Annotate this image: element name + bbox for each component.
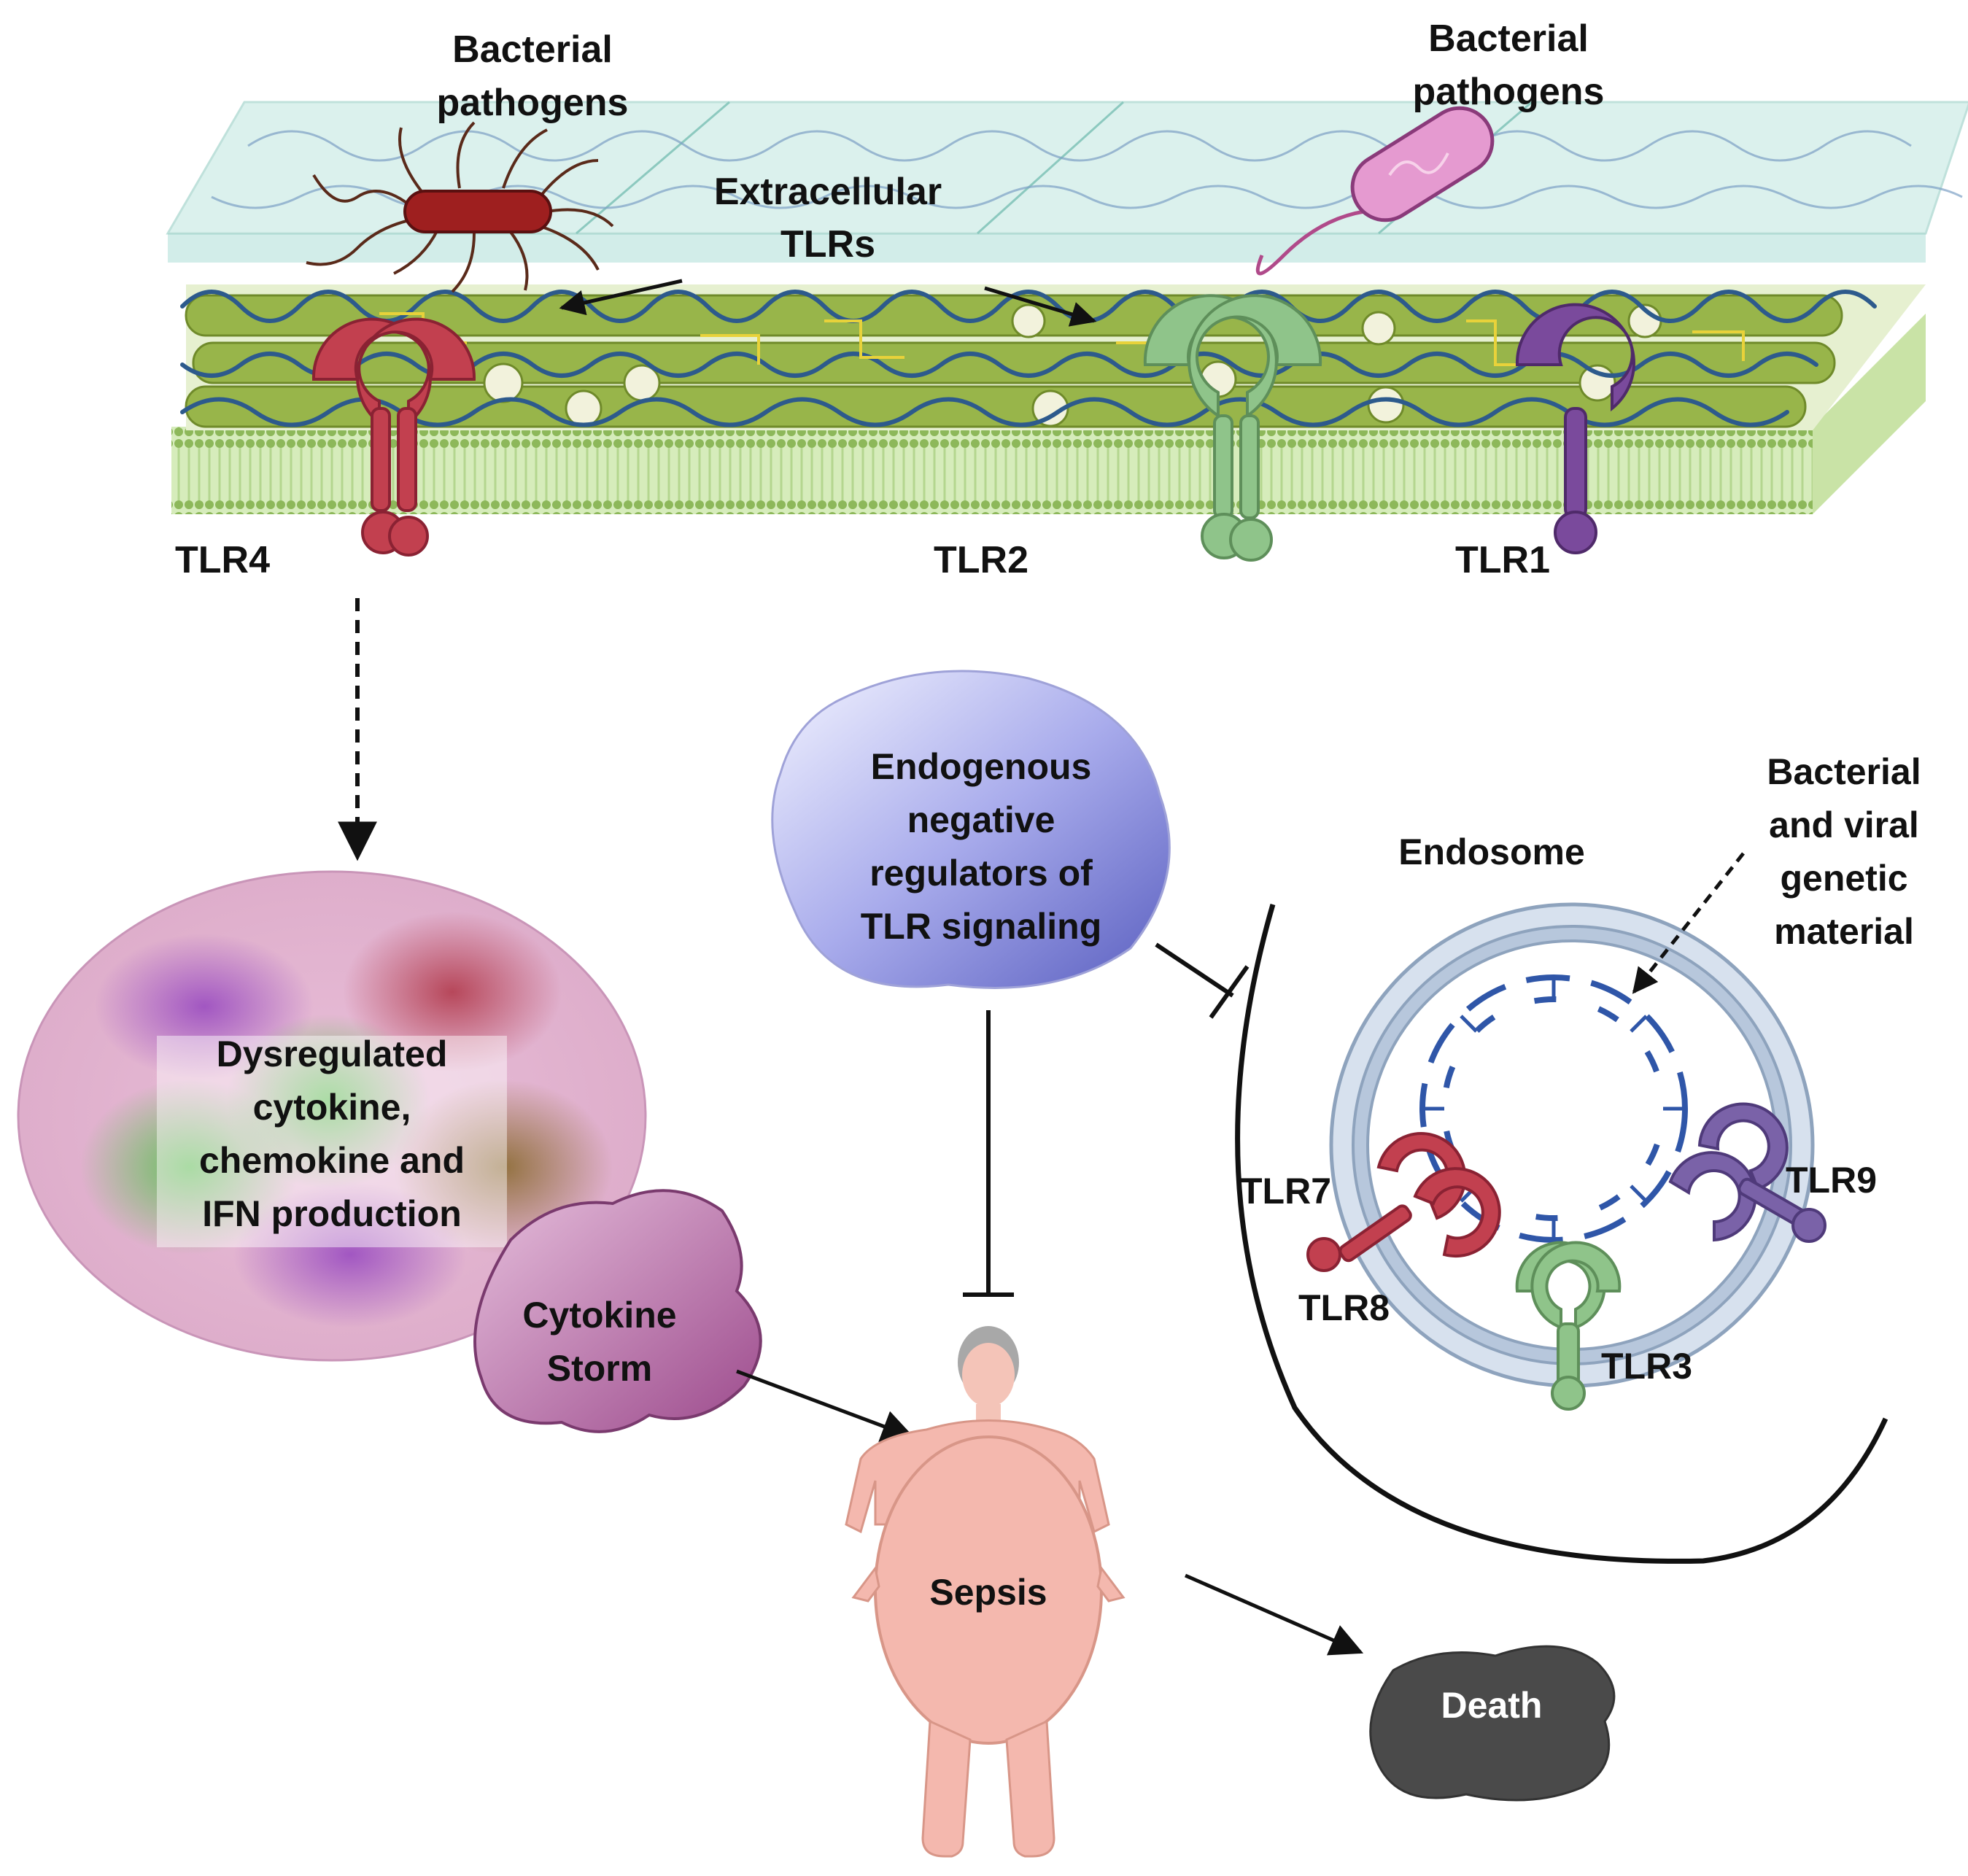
svg-text:Extracellular: Extracellular xyxy=(714,171,942,213)
svg-text:chemokine and: chemokine and xyxy=(199,1140,465,1181)
label-death: Death xyxy=(1441,1685,1543,1726)
arrow-sepsis-to-death xyxy=(1184,1573,1364,1656)
svg-text:material: material xyxy=(1774,911,1914,952)
label-dysregulated-production: Dysregulated cytokine, chemokine and IFN… xyxy=(199,1034,465,1234)
tlr4-receptor-icon xyxy=(311,317,476,557)
death-icon xyxy=(1369,1645,1616,1802)
label-extracellular-tlrs: Extracellular TLRs xyxy=(714,171,942,265)
dna-ring-icon xyxy=(1419,974,1688,1243)
cell-boundary-curve xyxy=(1235,904,1888,1564)
label-tlr2: TLR2 xyxy=(934,539,1028,581)
label-endosome: Endosome xyxy=(1398,832,1585,872)
tlr1-receptor-icon xyxy=(1515,303,1635,554)
svg-text:cytokine,: cytokine, xyxy=(253,1087,411,1128)
svg-text:Bacterial: Bacterial xyxy=(452,28,613,71)
arrow-to-tlr4 xyxy=(559,279,683,316)
label-tlr4: TLR4 xyxy=(175,539,270,581)
svg-text:negative: negative xyxy=(907,799,1055,840)
bacterium-right-icon xyxy=(1255,106,1495,276)
tlr7-tlr8-receptor-icon xyxy=(1306,1132,1501,1272)
label-cytokine-storm: Cytokine Storm xyxy=(522,1295,676,1389)
svg-text:IFN production: IFN production xyxy=(202,1193,462,1234)
arrow-to-tlr2 xyxy=(984,286,1097,327)
cell-membrane-panel xyxy=(166,101,1968,514)
label-tlr8: TLR8 xyxy=(1298,1287,1390,1328)
immune-cell-icon xyxy=(17,870,647,1362)
label-tlr9: TLR9 xyxy=(1786,1160,1877,1201)
tlr3-receptor-icon xyxy=(1515,1241,1622,1411)
label-bacteria-right: Bacterial pathogens xyxy=(1413,18,1605,113)
sepsis-patient-icon xyxy=(845,1326,1126,1858)
svg-text:and viral: and viral xyxy=(1769,805,1919,845)
arrow-storm-to-sepsis xyxy=(736,1369,915,1442)
bacterium-left-icon xyxy=(306,121,614,293)
svg-text:Bacterial: Bacterial xyxy=(1767,751,1921,792)
svg-text:Bacterial: Bacterial xyxy=(1428,18,1589,60)
label-tlr1: TLR1 xyxy=(1455,539,1550,581)
label-tlr3: TLR3 xyxy=(1601,1346,1692,1387)
svg-text:Endogenous: Endogenous xyxy=(871,746,1092,787)
svg-text:TLRs: TLRs xyxy=(780,223,875,265)
svg-text:Dysregulated: Dysregulated xyxy=(217,1034,448,1074)
inhibition-regulators-to-sepsis xyxy=(963,1010,1014,1297)
tlr2-receptor-icon xyxy=(1143,294,1322,562)
tlr9-receptor-icon xyxy=(1668,1102,1826,1243)
svg-text:TLR signaling: TLR signaling xyxy=(861,906,1102,947)
svg-text:pathogens: pathogens xyxy=(437,82,629,124)
cytokine-storm-icon xyxy=(473,1189,762,1433)
dashed-arrow-to-dna xyxy=(1632,852,1745,994)
inhibition-regulators-to-endosome xyxy=(1155,942,1250,1019)
svg-text:genetic: genetic xyxy=(1780,858,1907,899)
svg-text:regulators of: regulators of xyxy=(869,853,1093,894)
label-sepsis: Sepsis xyxy=(929,1572,1047,1613)
label-tlr7: TLR7 xyxy=(1240,1171,1331,1212)
svg-text:Cytokine: Cytokine xyxy=(522,1295,676,1336)
negative-regulators-icon xyxy=(771,670,1171,989)
fiber-ends xyxy=(483,303,1662,427)
label-bacteria-left: Bacterial pathogens xyxy=(437,28,629,124)
svg-text:Storm: Storm xyxy=(547,1348,652,1389)
svg-text:pathogens: pathogens xyxy=(1413,71,1605,113)
label-genetic-material: Bacterial and viral genetic material xyxy=(1767,751,1921,952)
label-negative-regulators: Endogenous negative regulators of TLR si… xyxy=(861,746,1102,947)
